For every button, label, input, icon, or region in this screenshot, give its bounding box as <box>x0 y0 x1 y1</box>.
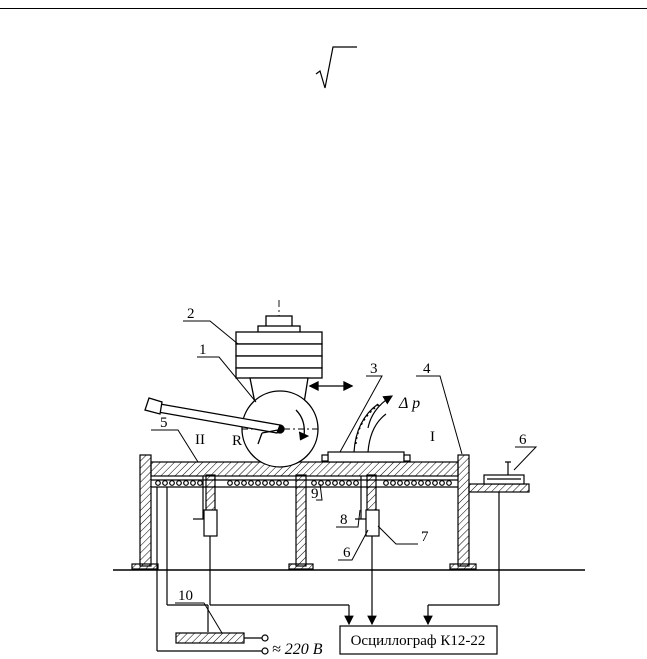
sensor-block <box>193 476 380 537</box>
heater-10 <box>175 632 269 655</box>
right-guide <box>468 461 530 605</box>
callout-10: 10 <box>178 588 193 604</box>
callout-4: 4 <box>423 361 431 377</box>
track-plate <box>150 461 459 488</box>
callout-7: 7 <box>421 529 429 545</box>
radius-label: R <box>232 433 242 449</box>
power-supply-label: ≈ 220 B <box>272 641 323 658</box>
header-rule <box>0 8 647 9</box>
callout-leaders <box>151 320 538 634</box>
zone-II-label: II <box>195 432 205 448</box>
callout-6-right: 6 <box>519 432 527 448</box>
callout-9: 9 <box>311 486 319 502</box>
motion-arrow <box>308 380 354 392</box>
delta-p-label: Δ p <box>398 395 420 412</box>
wheel-assembly <box>235 300 323 468</box>
oscillograph-box <box>339 625 498 655</box>
lever <box>144 397 281 445</box>
rotation-arrow <box>298 431 310 441</box>
specimen-block <box>321 403 411 463</box>
zone-I-label: I <box>430 429 435 445</box>
callout-2: 2 <box>187 306 195 322</box>
pressure-arrow <box>367 395 394 429</box>
oscillograph-label: Осциллограф К12-22 <box>351 633 486 649</box>
callout-5: 5 <box>160 415 168 431</box>
callout-3: 3 <box>370 361 378 377</box>
callout-1: 1 <box>199 342 207 358</box>
callout-8: 8 <box>340 512 348 528</box>
formula-radical <box>315 46 357 89</box>
callout-6-lower: 6 <box>343 545 351 561</box>
